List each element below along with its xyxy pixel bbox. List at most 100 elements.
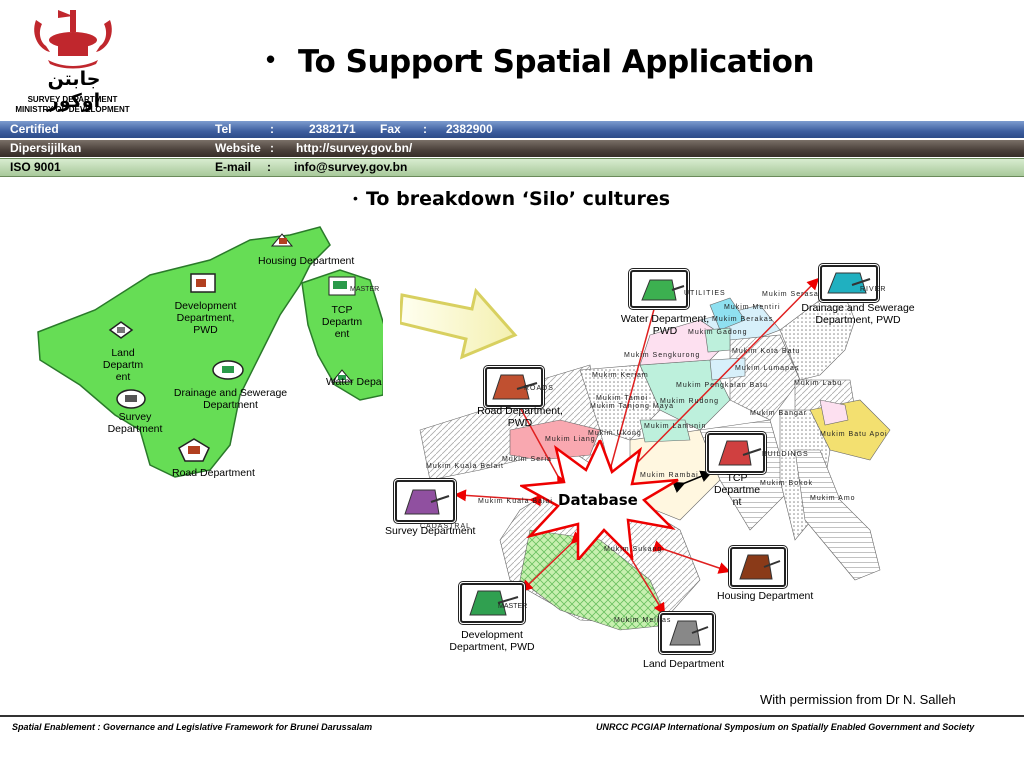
roads-tag: ROADS (524, 385, 554, 392)
river-tag: RIVER (860, 286, 887, 293)
left-water-icon (330, 368, 354, 384)
band-dipersijilkan-label: Dipersijilkan (10, 141, 82, 155)
mukim-label: Mukim Melilas (614, 617, 672, 624)
housing-dept-icon (730, 547, 786, 587)
mukim-label: Mukim Tamoi (596, 395, 649, 402)
mukim-label: Mukim Rudong (660, 398, 720, 405)
database-starburst-icon (520, 440, 679, 560)
tcp-dept-icon (707, 433, 765, 473)
utilities-tag: UTILITIES (684, 290, 726, 297)
email-sep: : (267, 160, 271, 174)
tel-sep: : (270, 122, 274, 136)
left-development-icon (190, 273, 216, 293)
left-housing-label: Housing Department (258, 255, 355, 267)
mukim-label: Mukim Batu Apoi (820, 431, 888, 438)
band-dipersijilkan: Dipersijilkan Website : http://survey.go… (0, 140, 1024, 157)
cadastral-tag: CADASTRAL (420, 523, 472, 530)
tcp-dept-label: TCP Departme nt (713, 472, 761, 508)
page-title: To Support Spatial Application (298, 44, 815, 80)
mukim-label: Mukim Liang (545, 436, 596, 443)
development-dept-icon (460, 583, 524, 623)
website-label: Website (215, 141, 261, 155)
band-iso-label: ISO 9001 (10, 160, 61, 174)
permission-note: With permission from Dr N. Salleh (760, 692, 956, 707)
subtitle: To breakdown ‘Silo’ cultures (366, 188, 671, 210)
drainage-dept-label: Drainage and Sewerage Department, PWD (801, 302, 915, 326)
tel-value: 2382171 (309, 122, 356, 136)
mukim-label: Mukim Serasa (762, 291, 819, 298)
footer-left: Spatial Enablement : Governance and Legi… (12, 722, 373, 732)
fax-sep: : (423, 122, 427, 136)
title-bullet: • (266, 44, 276, 74)
mukim-label: Mukim Bokok (760, 480, 814, 487)
mukim-label: Mukim Lumapas (735, 365, 800, 372)
mukim-label: Mukim Sengkurong (624, 352, 701, 359)
left-map-temburong (301, 269, 385, 401)
left-drainage-icon (212, 360, 244, 380)
mukim-label: Mukim Tanjong Maya (590, 403, 675, 410)
mukim-label: Mukim Mentiri (724, 304, 781, 311)
land-dept-label: Land Department (643, 658, 725, 670)
road-dept-label: Road Department, PWD (477, 405, 563, 429)
mukim-label: Mukim Rambai (640, 472, 699, 479)
mukim-label: Mukim Keriam (592, 372, 649, 379)
band-certified: Certified Tel : 2382171 Fax : 2382900 (0, 121, 1024, 138)
left-water-label: Water Depa (326, 376, 382, 388)
left-road-label: Road Department (172, 467, 255, 479)
survey-dept-icon (395, 480, 455, 522)
mukim-label: Mukim Kota Batu (732, 348, 801, 355)
subtitle-bullet: • (353, 190, 358, 206)
left-survey-icon (116, 389, 146, 409)
mukim-label: Mukim Gadong (688, 329, 748, 336)
housing-dept-label: Housing Department (717, 590, 814, 602)
left-master-icon (328, 276, 356, 296)
road-dept-icon (485, 367, 543, 407)
tel-label: Tel (215, 122, 232, 136)
logo-script: جابتن اوكور (47, 68, 101, 112)
drainage-dept-icon (820, 265, 878, 301)
left-housing-icon (270, 232, 294, 248)
land-dept-icon (660, 613, 714, 653)
left-tcp-label: TCP Departm ent (321, 304, 363, 340)
mukim-label: Mukim Amo (810, 495, 856, 502)
transition-arrow-icon (400, 287, 518, 360)
left-master-tag: MASTER (350, 286, 380, 293)
left-road-icon (178, 438, 210, 462)
fax-label: Fax (380, 122, 401, 136)
mukim-label: Mukim Ukong (588, 430, 642, 437)
dept-line1: SURVEY DEPARTMENT (27, 95, 118, 104)
survey-dept-label: Survey Department (385, 525, 476, 537)
crest-logo (28, 6, 118, 70)
left-silo-map (37, 226, 385, 478)
mukim-label: Mukim Kuala Balai (478, 498, 553, 505)
mukim-label: Mukim Sukang (604, 546, 663, 553)
development-dept-label: Development Department, PWD (449, 629, 535, 653)
mukim-label: Mukim Labu (794, 380, 843, 387)
buildings-tag: BUILDINGS (762, 451, 809, 458)
mukim-label: Mukim Berakas (712, 316, 774, 323)
left-map-main (37, 226, 331, 478)
mukim-label: Mukim Seria (502, 456, 552, 463)
email-label: E-mail (215, 160, 252, 174)
left-survey-label: Survey Department (107, 411, 163, 435)
email-link[interactable]: info@survey.gov.bn (294, 160, 408, 174)
database-label: Database (558, 491, 638, 509)
left-development-label: Development Department, PWD (174, 300, 237, 336)
dept-line2: MINISTRY OF DEVELOPMENT (15, 105, 130, 114)
band-certified-label: Certified (10, 122, 59, 136)
footer-divider (0, 715, 1024, 717)
left-land-label: Land Departm ent (102, 347, 144, 383)
band-iso: ISO 9001 E-mail : info@survey.gov.bn (0, 158, 1024, 177)
mukim-label: Mukim Lamunin (644, 423, 707, 430)
mukim-label: Mukim Kuala Belait (426, 463, 504, 470)
left-drainage-label: Drainage and Sewerage Department (173, 387, 288, 411)
mukim-label: Mukim Pengkalan Batu (676, 382, 768, 389)
website-link[interactable]: http://survey.gov.bn/ (296, 141, 413, 155)
website-sep: : (270, 141, 274, 155)
left-land-icon (108, 320, 134, 340)
master-tag: MASTER (498, 603, 528, 610)
water-dept-icon (630, 270, 688, 308)
mukim-label: Mukim Bangar (750, 410, 808, 417)
water-dept-label: Water Department, PWD (620, 313, 710, 337)
